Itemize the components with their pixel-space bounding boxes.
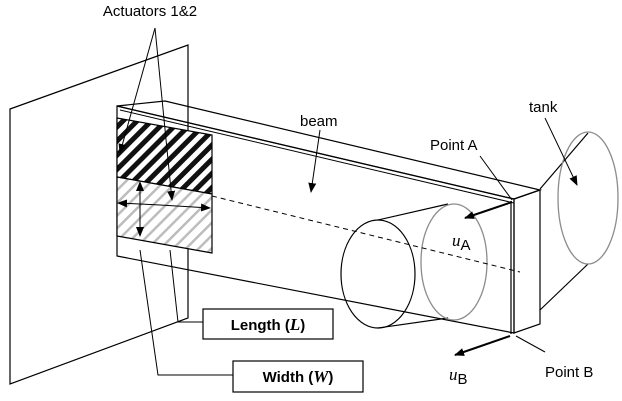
wall-plate xyxy=(9,44,189,385)
beam-body xyxy=(116,100,543,334)
length-label-box: Length (L) xyxy=(202,308,334,340)
width-label-box: Width (W) xyxy=(232,360,364,393)
svg-text:Width (W): Width (W) xyxy=(263,367,334,386)
point-a-pointer xyxy=(479,155,513,201)
ua-arrow xyxy=(464,201,513,219)
beam-pointer xyxy=(308,129,321,193)
length-dimension-arrow xyxy=(117,199,161,208)
width-leader xyxy=(139,249,233,376)
tank-label: tank xyxy=(529,99,558,116)
ub-label: uB xyxy=(449,365,468,388)
actuator-1-pointer xyxy=(118,27,156,154)
beam-label: beam xyxy=(300,113,338,130)
beam-centerline xyxy=(211,195,521,273)
actuator-2-pointer xyxy=(154,27,176,201)
point-b-pointer xyxy=(515,335,546,353)
tank-pointer xyxy=(544,117,578,186)
ua-label: uA xyxy=(452,231,471,254)
tank-cylinder-near xyxy=(340,203,488,329)
point-a-label: Point A xyxy=(430,137,478,154)
svg-text:Length (L): Length (L) xyxy=(231,315,306,334)
length-leader xyxy=(169,249,203,323)
actuators-label: Actuators 1&2 xyxy=(103,3,197,20)
ub-arrow xyxy=(454,335,511,356)
tank-cylinder-far xyxy=(539,131,619,311)
point-b-label: Point B xyxy=(545,364,593,381)
